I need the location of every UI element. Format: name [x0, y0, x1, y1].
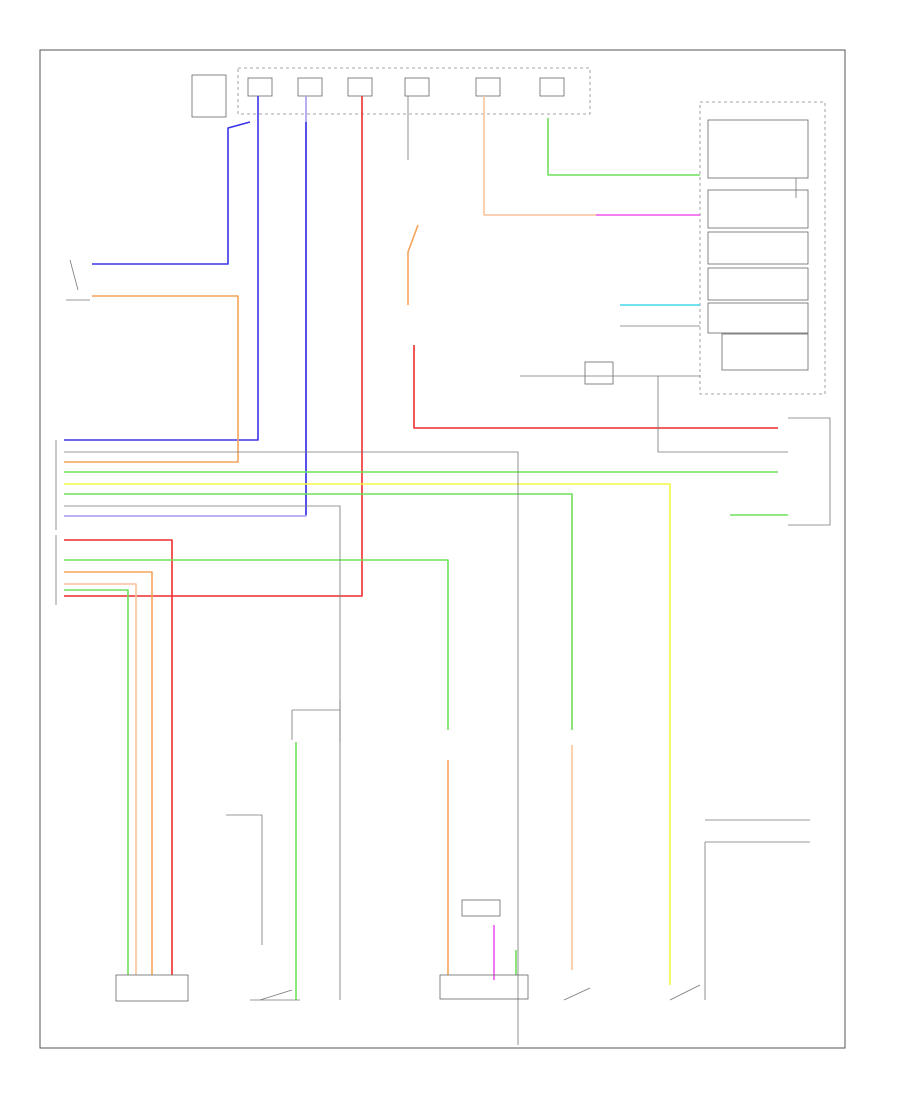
wire-violet	[64, 96, 307, 517]
wire-gray-5	[657, 376, 788, 453]
wire-yellow	[64, 483, 671, 985]
wire-blue-2	[64, 96, 259, 441]
wire-green-ecu-2	[64, 589, 129, 975]
connector-block-bottom-mid	[439, 899, 529, 1000]
wire-orange-ecu-2	[64, 583, 137, 975]
wire-gray-1	[64, 451, 519, 1045]
wire-peach-top	[483, 96, 596, 216]
combination-meter-block	[699, 101, 826, 395]
wire-orange-door	[64, 295, 239, 463]
top-fuse-block	[191, 67, 591, 118]
switch-symbols-bottom	[226, 700, 701, 1001]
wire-blue-1	[92, 121, 251, 265]
wire-red-ecu	[64, 539, 173, 975]
connector-block-bottom-left	[115, 974, 189, 1002]
wire-gray-2	[64, 505, 341, 700]
diagram-border	[39, 49, 846, 1049]
wire-red-main	[64, 96, 363, 597]
wire-green-ecu	[64, 559, 449, 730]
wire-orange-sensor	[407, 224, 419, 305]
wire-green-meter-top	[547, 118, 700, 176]
sensor-connector-block-right	[584, 361, 831, 526]
wire-red-meter	[413, 345, 778, 429]
wire-orange-ecu-1	[64, 571, 153, 975]
door-switch-symbol	[66, 259, 90, 301]
wire-green-2	[64, 493, 573, 730]
